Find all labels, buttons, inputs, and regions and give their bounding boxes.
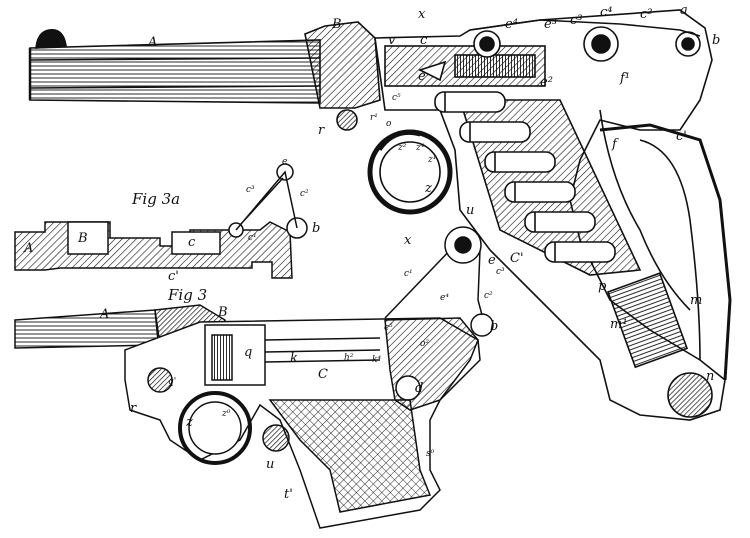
fig3-safety (147, 367, 173, 393)
label-main-f: f (611, 137, 619, 152)
label-fig3-z0: z⁰ (221, 409, 231, 419)
fig3a-caption: Fig 3a (131, 190, 180, 208)
label-main-c-prime: c' (676, 129, 687, 144)
label-main-z1: z¹ (427, 155, 436, 165)
label-fig3-u: u (266, 457, 274, 472)
label-fig3-k4: k⁴ (372, 355, 381, 365)
fig3a-body (14, 221, 293, 279)
fig3-section (14, 226, 494, 529)
label-fig3a-c2: c² (300, 189, 309, 199)
label-main-p: p (598, 279, 607, 294)
label-fig3-q: q (244, 345, 252, 360)
fig3-trigger-guard-inner (188, 401, 242, 455)
trigger-guard (367, 129, 453, 215)
label-fig3a-c-prime: c' (168, 269, 179, 284)
label-main-x-bottom: x (404, 233, 412, 248)
label-fig3-c2: c² (484, 291, 493, 301)
label-fig3-B: B (217, 305, 228, 320)
label-fig3-e4: e⁴ (440, 293, 449, 303)
fig3-breech-inner (211, 334, 233, 381)
cartridges (434, 91, 616, 263)
label-fig3a-c1: c¹ (248, 233, 257, 243)
label-main-z: z (424, 181, 432, 196)
label-main-f1: f¹ (619, 71, 630, 86)
fig3-caption: Fig 3 (167, 286, 207, 304)
label-main-e: e (418, 69, 426, 84)
label-main-z2: z² (397, 143, 407, 153)
label-main-n: n (706, 369, 714, 384)
label-fig3-e: e (488, 253, 496, 268)
label-main-a: a (680, 3, 688, 18)
label-main-e4: e⁴ (505, 17, 518, 32)
label-fig3-C: C (318, 367, 328, 382)
recoil-spring (454, 54, 536, 78)
label-main-v: v (388, 33, 396, 48)
label-main-A: A (147, 35, 157, 50)
fig3a-block-c (171, 231, 221, 255)
magazine (434, 91, 642, 276)
label-main-c5: c⁵ (392, 93, 401, 103)
label-fig3-d: d (415, 381, 423, 396)
label-fig3-b: b (490, 319, 498, 334)
label-main-c4: c⁴ (600, 5, 613, 20)
label-fig3-z: z (185, 415, 193, 430)
label-main-c2: c² (640, 7, 653, 22)
label-main-o: o (386, 119, 392, 129)
label-main-c3: c³ (570, 13, 583, 28)
label-main-b: b (712, 33, 720, 48)
label-fig3-c1: c¹ (404, 269, 413, 279)
safety-lever (336, 109, 358, 131)
label-fig3-c3: c³ (496, 267, 505, 277)
label-fig3a-c: c (188, 235, 196, 250)
sear-spring (599, 109, 691, 311)
label-fig3a-c3: c³ (246, 185, 255, 195)
magazine-spring (606, 272, 689, 369)
fig3-trigger-guard (178, 391, 252, 465)
fig3-barrel (14, 309, 161, 349)
label-main-z4: z⁴ (415, 143, 425, 153)
label-main-x-top: x (418, 7, 426, 22)
label-fig3-A: A (99, 307, 109, 322)
fig3a-section (14, 163, 308, 279)
label-fig3a-A: A (23, 241, 33, 256)
fig3a-block-B (67, 221, 109, 255)
label-fig3a-B: B (77, 231, 88, 246)
label-fig3-t1: t' (284, 487, 293, 502)
label-main-c: c (420, 33, 428, 48)
magazine-base (667, 372, 713, 418)
grip (599, 123, 732, 381)
label-fig3-r: r (130, 401, 137, 416)
label-fig3-h2: h² (344, 353, 354, 363)
label-main-u: u (466, 203, 474, 218)
fig3a-toggle-lines (235, 170, 298, 231)
label-fig3a-b: b (312, 221, 320, 236)
main-barrel (28, 39, 321, 104)
label-fig3-c5: c⁵ (384, 323, 393, 333)
label-fig3-q1: q' (168, 377, 176, 387)
label-main-r: r (318, 123, 325, 138)
label-main-m: m (690, 293, 702, 308)
fig3-slide-rails (264, 337, 381, 363)
fig3-button-u (262, 424, 290, 452)
label-main-e2: e² (540, 75, 553, 90)
label-main-r1: r¹ (370, 113, 378, 123)
front-sight (35, 29, 67, 49)
label-fig3-o2: o² (420, 339, 429, 349)
label-fig3-s0: s⁰ (426, 449, 435, 459)
main-pistol-section (28, 9, 732, 421)
receiver-section (304, 21, 381, 109)
fig3-grip (268, 399, 432, 513)
firing-pin (417, 60, 447, 82)
labels: A B x v c e⁴ e³ c³ c⁴ c² a b e e² f¹ r r… (23, 3, 720, 502)
fig3-pivot-e-inner (454, 236, 472, 254)
label-fig3-k: k (290, 351, 298, 366)
label-fig3a-e: e (282, 157, 287, 167)
label-main-B: B (331, 17, 342, 32)
label-main-C1: C' (510, 251, 524, 266)
toggle-links (469, 19, 701, 62)
label-main-m1: m¹ (610, 317, 628, 332)
label-main-e3: e³ (544, 17, 557, 32)
